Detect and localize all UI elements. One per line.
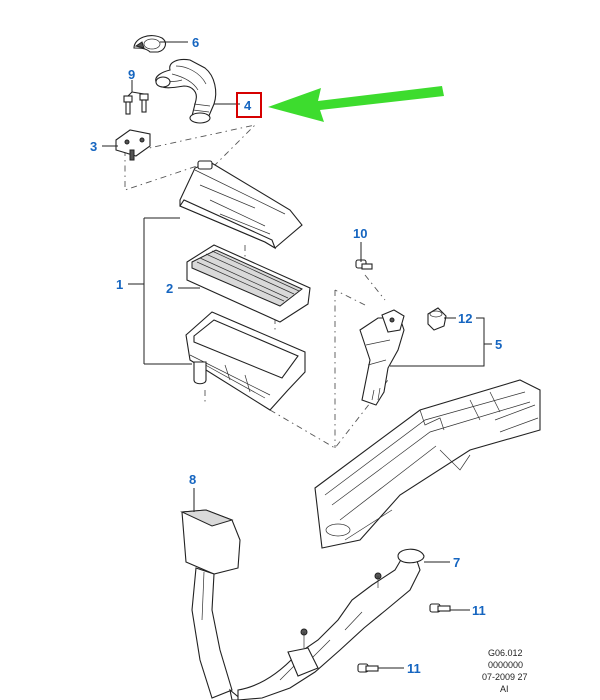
callout-10: 10 bbox=[353, 226, 367, 241]
assembly-dashed-lines bbox=[124, 124, 389, 449]
stamp-line-3: 07-2009 27 bbox=[482, 672, 528, 682]
part-2-air-filter-element bbox=[186, 244, 311, 323]
stamp-line-4: AI bbox=[500, 684, 509, 694]
part-11-bolts bbox=[357, 603, 451, 673]
vehicle-body-panel bbox=[314, 379, 541, 549]
callout-9: 9 bbox=[128, 67, 135, 82]
reference-stamp: G06.012 0000000 07-2009 27 AI bbox=[482, 648, 528, 694]
part-3-bracket bbox=[115, 129, 151, 161]
callout-5: 5 bbox=[495, 337, 502, 352]
callout-labels: 6 4 9 3 1 2 10 12 5 8 7 11 11 bbox=[90, 35, 502, 676]
callout-11-lower: 11 bbox=[407, 661, 421, 676]
part-4-intake-elbow bbox=[155, 58, 217, 124]
part-5-intake-duct bbox=[359, 309, 405, 406]
callout-1: 1 bbox=[116, 277, 123, 292]
green-pointer-arrow bbox=[268, 86, 444, 122]
callout-6: 6 bbox=[192, 35, 199, 50]
part-1-air-cleaner-cover bbox=[179, 160, 303, 250]
stamp-line-2: 0000000 bbox=[488, 660, 523, 670]
leader-lines bbox=[102, 41, 492, 669]
callout-11-upper: 11 bbox=[472, 603, 486, 618]
callout-3: 3 bbox=[90, 139, 97, 154]
part-9-bolts bbox=[123, 93, 149, 115]
callout-7: 7 bbox=[453, 555, 460, 570]
part-1-air-cleaner-lower-housing bbox=[185, 311, 306, 411]
part-6-hose-clamp bbox=[133, 35, 167, 53]
part-10-bolt bbox=[355, 259, 373, 270]
stamp-line-1: G06.012 bbox=[488, 648, 523, 658]
part-12-cap bbox=[427, 307, 447, 331]
callout-2: 2 bbox=[166, 281, 173, 296]
callout-12: 12 bbox=[458, 311, 472, 326]
callout-4: 4 bbox=[244, 98, 252, 113]
callout-8: 8 bbox=[189, 472, 196, 487]
callout-4-highlight-box bbox=[236, 92, 262, 118]
part-8-intake-snorkel bbox=[180, 509, 243, 700]
part-7-intake-hose bbox=[237, 548, 425, 700]
